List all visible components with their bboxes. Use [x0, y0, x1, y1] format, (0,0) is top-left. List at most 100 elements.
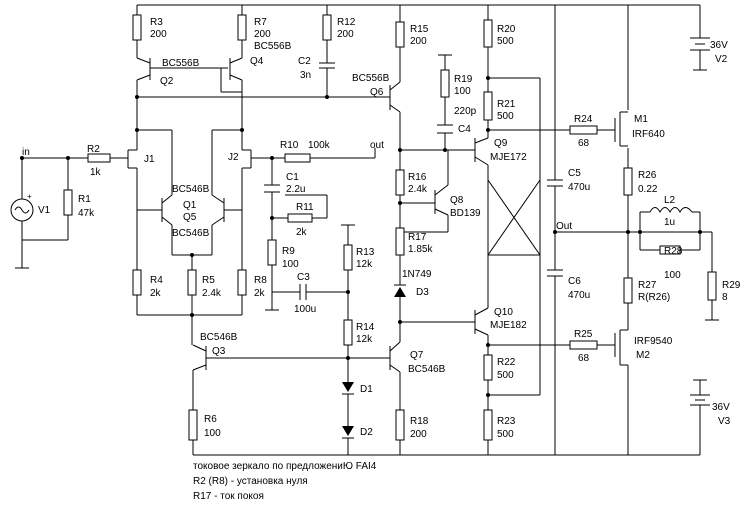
label-r23: R23 [497, 416, 516, 427]
label-c1-value: 2.2u [286, 184, 305, 195]
label-out: out [370, 140, 384, 151]
label-r4: R4 [150, 275, 163, 286]
label-l2: L2 [664, 195, 676, 206]
label-r18-value: 200 [410, 429, 427, 440]
label-r8-value: 2k [254, 288, 266, 299]
label-out-node: Out [556, 221, 572, 232]
label-j2: J2 [228, 152, 239, 163]
label-q1: Q1 [183, 200, 197, 211]
label-r27-value: R(R26) [638, 292, 670, 303]
label-r25-value: 68 [578, 353, 590, 364]
label-r2-value: 1k [90, 167, 102, 178]
note-current-mirror: токовое зеркало по предложениЮ FAI4 [193, 461, 377, 472]
label-q5-type: BC546B [172, 228, 210, 239]
resistors [63, 14, 717, 441]
label-r22: R22 [497, 357, 516, 368]
transistors [127, 57, 628, 373]
label-d1: D1 [360, 384, 373, 395]
label-q1-type: BC546B [172, 184, 210, 195]
label-r11-value: 2k [296, 227, 308, 238]
capacitors [264, 62, 563, 300]
label-q2: Q2 [160, 76, 174, 87]
label-r26: R26 [638, 170, 657, 181]
label-q4: Q4 [250, 56, 264, 67]
label-r14-value: 12k [356, 334, 373, 345]
svg-text:+: + [27, 192, 32, 201]
label-r9: R9 [282, 246, 295, 257]
label-q10: Q10 [494, 307, 513, 318]
label-m2-type: IRF9540 [634, 336, 673, 347]
label-v2: V2 [715, 54, 728, 65]
label-r3-value: 200 [150, 29, 167, 40]
label-v2-value: 36V [710, 40, 728, 51]
label-r23-value: 500 [497, 429, 514, 440]
label-r24-value: 68 [578, 138, 590, 149]
label-in: in [22, 147, 30, 158]
label-c3: C3 [297, 272, 310, 283]
label-r3: R3 [150, 17, 163, 28]
label-r22-value: 500 [497, 370, 514, 381]
label-r17-value: 1.85k [408, 244, 433, 255]
label-r14: R14 [356, 322, 375, 333]
label-c2: C2 [298, 56, 311, 67]
component-labels: R3 200 R7 200 BC556B Q4 R12 200 C2 3n BC… [22, 17, 741, 440]
label-r4-value: 2k [150, 288, 162, 299]
wires [21, 4, 713, 456]
label-r1-value: 47k [78, 208, 95, 219]
label-r6: R6 [204, 414, 217, 425]
label-c6-value: 470u [568, 290, 590, 301]
label-r21: R21 [497, 99, 516, 110]
label-r27: R27 [638, 280, 657, 291]
note-zero-adjust: R2 (R8) - установка нуля [193, 476, 308, 487]
label-r20-value: 500 [497, 36, 514, 47]
label-r8: R8 [254, 275, 267, 286]
label-r25: R25 [574, 329, 593, 340]
label-r26-value: 0.22 [638, 184, 658, 195]
label-c5: C5 [568, 168, 581, 179]
label-r5-value: 2.4k [202, 288, 222, 299]
label-d3: D3 [416, 287, 429, 298]
label-v3-value: 36V [712, 402, 730, 413]
note-quiescent-current: R17 - ток покоя [193, 491, 264, 502]
label-q6-type: BC556B [352, 73, 390, 84]
label-q8-type: BD139 [450, 208, 481, 219]
label-q3-type: BC546B [200, 332, 238, 343]
batteries [690, 37, 710, 406]
label-q3: Q3 [212, 346, 226, 357]
label-r21-value: 500 [497, 111, 514, 122]
label-r12: R12 [337, 17, 356, 28]
label-r18: R18 [410, 416, 429, 427]
label-c1: C1 [286, 172, 299, 183]
label-q2-type: BC556B [162, 58, 200, 69]
label-r15: R15 [410, 24, 429, 35]
label-l2-value: 1u [664, 217, 675, 228]
inductor-l2 [649, 207, 693, 214]
label-c6: C6 [568, 276, 581, 287]
label-q8: Q8 [450, 195, 464, 206]
label-r16-value: 2.4k [408, 184, 428, 195]
label-q9-type: MJE172 [490, 152, 527, 163]
label-m2: M2 [636, 350, 650, 361]
label-v1: V1 [38, 205, 51, 216]
label-c2-value: 3n [300, 70, 311, 81]
label-r12-value: 200 [337, 29, 354, 40]
label-r20: R20 [497, 24, 516, 35]
label-v3: V3 [718, 416, 731, 427]
label-c3-value: 100u [294, 304, 316, 315]
label-q7-type: BC546B [408, 364, 446, 375]
label-r19: R19 [454, 74, 473, 85]
label-r28-value: 100 [664, 270, 681, 281]
label-q6: Q6 [370, 87, 384, 98]
label-r13: R13 [356, 247, 375, 258]
label-r7-value: 200 [254, 29, 271, 40]
source-v1: + [10, 192, 34, 222]
label-r7: R7 [254, 17, 267, 28]
label-r5: R5 [202, 275, 215, 286]
label-c4: C4 [458, 124, 471, 135]
label-r29: R29 [722, 280, 741, 291]
label-q5: Q5 [183, 212, 197, 223]
grounds [15, 54, 719, 381]
label-r10: R10 [280, 140, 299, 151]
label-r16: R16 [408, 172, 427, 183]
